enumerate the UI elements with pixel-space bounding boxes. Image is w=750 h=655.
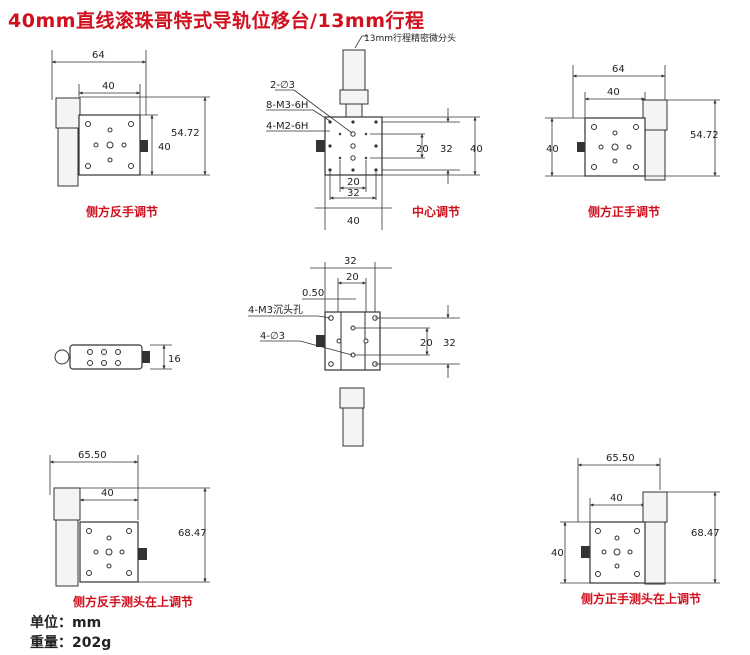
dim-40: 40	[610, 493, 623, 504]
dim-40-vertical: 40	[546, 144, 559, 155]
dim-64: 64	[612, 64, 625, 75]
dim-40: 40	[101, 488, 114, 499]
view-right-forward: 64 40 40 54.72 侧方正手调节	[545, 64, 720, 219]
dim-68-47: 68.47	[691, 528, 720, 539]
dim-40: 40	[470, 144, 483, 155]
dim-32: 32	[440, 144, 453, 155]
micrometer	[342, 49, 366, 91]
dim-54-72: 54.72	[171, 128, 200, 139]
dim-68-47: 68.47	[178, 528, 207, 539]
callout-m3: 8-M3-6H	[266, 100, 308, 111]
view-side: 16	[54, 344, 181, 370]
label-left-reverse-top: 侧方反手测头在上调节	[73, 594, 193, 609]
dim-20-vertical: 20	[420, 338, 433, 349]
dim-40: 40	[607, 87, 620, 98]
dim-40-h: 40	[347, 216, 360, 227]
view-right-forward-top: 65.50 40 40 68.47 侧方正手测头在上调节	[551, 453, 720, 606]
dim-32-vertical: 32	[443, 338, 456, 349]
view-left-reverse-top: 65.50 40 68.47 侧方反手测头在上调节	[49, 450, 210, 609]
dim-65-50: 65.50	[606, 453, 635, 464]
dim-54-72: 54.72	[690, 130, 719, 141]
dim-20-h: 20	[347, 177, 360, 188]
label-right-forward: 侧方正手调节	[588, 204, 660, 219]
dim-64: 64	[92, 50, 105, 61]
label-left-reverse: 侧方反手调节	[86, 204, 158, 219]
callout-holes: 4-∅3	[260, 331, 285, 342]
callout-m3-countersunk: 4-M3沉头孔	[248, 303, 303, 316]
dim-65-50: 65.50	[78, 450, 107, 461]
view-center: 13mm行程精密微分头 2-∅3 8-M3-6H 4-M2-6H 20 32 4…	[266, 32, 483, 230]
view-bottom: 32 20 0.50 4-M3沉头孔 4-∅3 20 32	[248, 256, 460, 447]
dim-32: 32	[344, 256, 357, 267]
dim-0-50: 0.50	[302, 288, 324, 299]
page-title: 40mm直线滚珠哥特式导轨位移台/13mm行程	[8, 10, 425, 32]
micrometer-note: 13mm行程精密微分头	[364, 32, 456, 44]
dim-32-h: 32	[347, 188, 360, 199]
dim-40-vertical: 40	[551, 548, 564, 559]
dim-20: 20	[416, 144, 429, 155]
dim-16: 16	[168, 354, 181, 365]
lock-knob	[140, 140, 148, 152]
callout-m2: 4-M2-6H	[266, 121, 308, 132]
weight-spec: 重量：202g	[30, 635, 112, 651]
label-center: 中心调节	[412, 204, 460, 219]
label-right-forward-top: 侧方正手测头在上调节	[581, 591, 701, 606]
dim-20: 20	[346, 272, 359, 283]
unit-spec: 单位：mm	[30, 615, 102, 631]
micrometer	[339, 387, 365, 409]
dim-40: 40	[102, 81, 115, 92]
view-left-reverse: 64 40 40 54.72 侧方反手调节	[51, 50, 210, 219]
dim-40-vertical: 40	[158, 142, 171, 153]
callout-2-holes: 2-∅3	[270, 80, 295, 91]
